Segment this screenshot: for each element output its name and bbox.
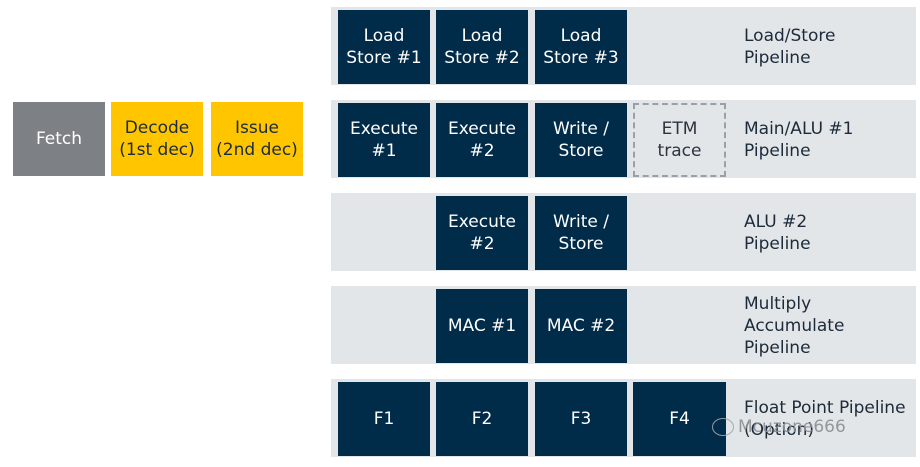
stage-line: Store #3 [543,48,619,68]
fp-f4: F4 [633,382,726,456]
fp-label: Float Point Pipeline (Option) [744,394,906,444]
issue-sub: (2nd dec) [216,140,298,160]
wechat-icon [712,418,734,436]
watermark-text: Mcuzone666 [738,417,846,437]
stage-line: Load [461,26,503,46]
stage-line: Write / [552,212,609,232]
stage-line: F2 [471,409,493,429]
fp-f2: F2 [436,382,528,456]
alu1-write-store: Write / Store [535,103,627,177]
stage-line: Load [560,26,602,46]
stage-line: #2 [469,234,495,254]
label-line: (Option) [744,420,815,440]
label-line: Pipeline [744,48,811,68]
label-line: ALU #2 [744,212,808,232]
stage-line: Store #2 [444,48,520,68]
label-line: Float Point Pipeline [744,398,906,418]
fetch-stage: Fetch [13,102,105,176]
decode-label: Decode [124,118,190,138]
stage-line: F4 [669,409,690,429]
label-line: Main/ALU #1 [744,119,854,139]
label-line: Pipeline [744,234,811,254]
stage-line: F3 [570,409,592,429]
label-line: Load/Store [744,26,836,46]
stage-line: MAC #1 [447,316,517,336]
mac-2: MAC #2 [535,289,627,363]
decode-sub: (1st dec) [119,140,195,160]
stage-line: Store #1 [346,48,422,68]
load-store-1: Load Store #1 [338,10,430,84]
stage-line: MAC #2 [546,316,616,336]
issue-label: Issue [235,118,279,138]
alu1-execute-1: Execute #1 [338,103,430,177]
label-line: Multiply [744,294,812,314]
stage-line: #1 [371,141,397,161]
stage-line: Store [558,234,604,254]
stage-line: Store [558,141,604,161]
fp-f1: F1 [338,382,430,456]
issue-stage: Issue (2nd dec) [211,102,303,176]
alu2-write-store: Write / Store [535,196,627,270]
stage-line: Execute [350,119,418,139]
alu2-execute-2: Execute #2 [436,196,528,270]
load-store-label: Load/Store Pipeline [744,10,835,84]
alu1-label: Main/ALU #1 Pipeline [744,103,853,177]
stage-line: Write / [552,119,609,139]
label-line: Pipeline [744,338,811,358]
stage-line: ETM [661,119,698,139]
etm-trace-stage: ETM trace [633,103,726,177]
label-line: Pipeline [744,141,811,161]
fp-f3: F3 [535,382,627,456]
stage-line: Execute [448,212,516,232]
mac-1: MAC #1 [436,289,528,363]
watermark: Mcuzone666 [712,417,846,437]
decode-stage: Decode (1st dec) [111,102,203,176]
load-store-2: Load Store #2 [436,10,528,84]
alu1-execute-2: Execute #2 [436,103,528,177]
alu2-label: ALU #2 Pipeline [744,196,811,270]
fetch-label: Fetch [35,129,83,149]
stage-line: #2 [469,141,495,161]
stage-line: Execute [448,119,516,139]
label-line: Accumulate [744,316,845,336]
stage-line: F1 [373,409,395,429]
stage-line: Load [363,26,405,46]
load-store-3: Load Store #3 [535,10,627,84]
mac-label: Multiply Accumulate Pipeline [744,289,844,363]
stage-line: trace [657,141,702,161]
